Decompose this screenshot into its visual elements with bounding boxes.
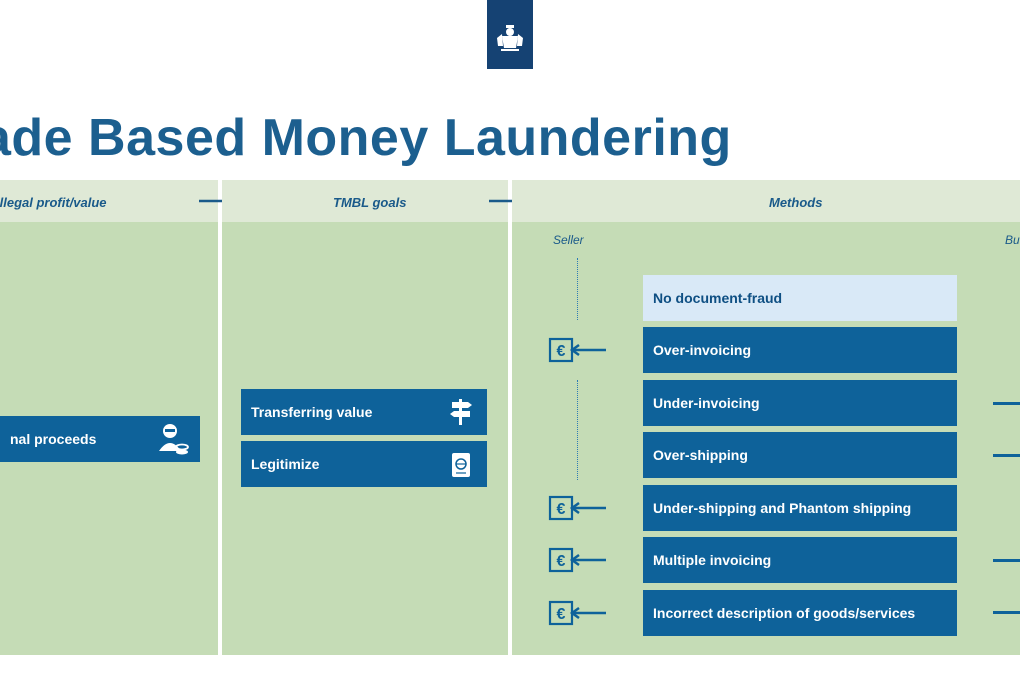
column-header-methods (512, 180, 1020, 222)
column-header-tmbl-goals (222, 180, 508, 222)
method-label: Over-invoicing (653, 342, 752, 358)
column-header-label: Methods (769, 195, 823, 210)
svg-text:€: € (557, 606, 566, 623)
buyer-line (993, 454, 1020, 457)
seller-dotted-line (577, 380, 578, 480)
method-label: Incorrect description of goods/services (653, 605, 916, 621)
buyer-line (993, 402, 1020, 405)
seller-label: Seller (553, 233, 584, 247)
euro-arrow-icon: € (548, 600, 608, 626)
criminal-proceeds-box: nal proceeds (0, 416, 200, 462)
column-header-illegal-profit (0, 180, 218, 222)
method-under-invoicing: Under-invoicing (643, 380, 957, 426)
svg-text:€: € (557, 553, 566, 570)
method-over-invoicing: Over-invoicing (643, 327, 957, 373)
svg-text:€: € (557, 343, 566, 360)
column-header-label: Illegal profit/value (0, 195, 107, 210)
euro-arrow-icon: € (548, 495, 608, 521)
seller-dotted-line (577, 258, 578, 320)
euro-arrow-icon: € (548, 547, 608, 573)
criminal-proceeds-label: nal proceeds (10, 431, 97, 447)
method-label: Under-shipping and Phantom shipping (653, 500, 912, 516)
page-title: ade Based Money Laundering (0, 109, 732, 167)
buyer-line (993, 559, 1020, 562)
buyer-line (993, 611, 1020, 614)
goal-label: Legitimize (251, 456, 320, 472)
method-label: Multiple invoicing (653, 552, 772, 568)
method-no-document-fraud: No document-fraud (643, 275, 957, 321)
buyer-label: Bu (1005, 233, 1020, 247)
method-over-shipping: Over-shipping (643, 432, 957, 478)
column-header-label: TMBL goals (333, 195, 407, 210)
method-label: No document-fraud (653, 290, 783, 306)
method-label: Over-shipping (653, 447, 748, 463)
euro-arrow-icon: € (548, 337, 608, 363)
method-under-shipping-phantom: Under-shipping and Phantom shipping (643, 485, 957, 531)
method-incorrect-description: Incorrect description of goods/services (643, 590, 957, 636)
signpost-icon (448, 397, 474, 432)
government-logo (487, 0, 533, 69)
criminal-money-icon (158, 421, 190, 462)
svg-text:€: € (557, 501, 566, 518)
goal-transferring-value: Transferring value (241, 389, 487, 435)
goal-label: Transferring value (251, 404, 373, 420)
method-label: Under-invoicing (653, 395, 760, 411)
goal-legitimize: Legitimize (241, 441, 487, 487)
method-multiple-invoicing: Multiple invoicing (643, 537, 957, 583)
passport-icon (450, 452, 472, 483)
